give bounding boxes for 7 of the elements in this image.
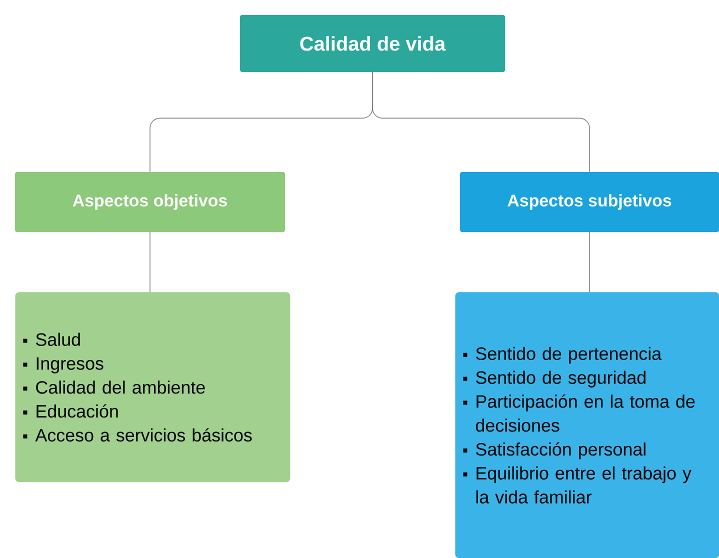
connector-line — [589, 232, 590, 292]
list-box: Salud Ingresos Calidad del ambiente Educación Acceso a servicios básicos — [15, 292, 290, 482]
category-box: Aspectos objetivos — [15, 172, 285, 232]
title-box: Calidad de vida — [240, 15, 505, 72]
category-box: Aspectos subjetivos — [460, 172, 719, 232]
connector-line — [372, 72, 590, 172]
list-box: Sentido de pertenencia Sentido de seguridad Participación en la toma de decisiones Satisfacción personal Equilibrio entre el trabajo y la vida familiar — [455, 292, 719, 558]
